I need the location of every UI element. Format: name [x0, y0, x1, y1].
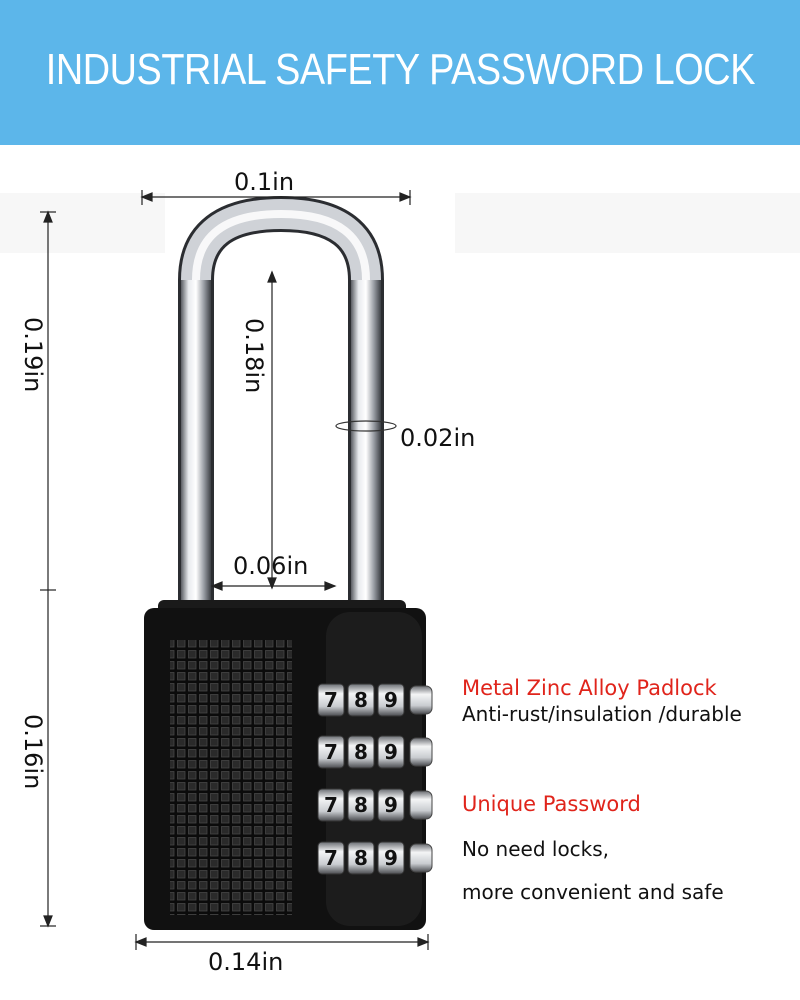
shackle-width-label: 0.06in: [233, 552, 309, 580]
top-width-label: 0.1in: [234, 168, 295, 196]
banner-title: INDUSTRIAL SAFETY PASSWORD LOCK: [45, 44, 755, 94]
grip-texture: [170, 640, 292, 915]
dial-digit: 8: [354, 688, 368, 712]
dial-digit: 7: [324, 793, 338, 817]
dial-wheel[interactable]: [317, 841, 345, 875]
dial-end-cap: [409, 790, 433, 820]
bg-panel-right: [455, 193, 800, 253]
feature-password-line1: No need locks,: [462, 837, 610, 861]
dial-end-cap: [409, 737, 433, 767]
dial-end-cap: [409, 843, 433, 873]
feature-password-line2: more convenient and safe: [462, 880, 724, 904]
dial-wheel[interactable]: [377, 788, 405, 822]
dial-digit: 8: [354, 740, 368, 764]
shackle-height-label: 0.18in: [240, 318, 268, 394]
dial-wheel[interactable]: [377, 683, 405, 717]
dial-digit: 9: [384, 846, 398, 870]
dial-wheel[interactable]: [347, 841, 375, 875]
dial-digit: 9: [384, 688, 398, 712]
dial-digit: 8: [354, 793, 368, 817]
dial-wheel[interactable]: [347, 788, 375, 822]
dial-wheel[interactable]: [317, 683, 345, 717]
dial-digit: 7: [324, 846, 338, 870]
title-banner: INDUSTRIAL SAFETY PASSWORD LOCK: [0, 0, 800, 145]
feature-material-desc: Anti-rust/insulation /durable: [462, 702, 742, 726]
dial-end-cap: [409, 685, 433, 715]
dial-wheel[interactable]: [317, 788, 345, 822]
dial-wheel[interactable]: [317, 735, 345, 769]
body-width-label: 0.14in: [208, 948, 284, 976]
total-height-label: 0.19in: [19, 317, 47, 393]
dial-wheel[interactable]: [347, 683, 375, 717]
dial-digit: 9: [384, 740, 398, 764]
dial-wheel[interactable]: [377, 735, 405, 769]
dial-wheel[interactable]: [377, 841, 405, 875]
body-height-label: 0.16in: [19, 714, 47, 790]
dial-digit: 8: [354, 846, 368, 870]
bg-panel-left: [0, 193, 165, 253]
dial-digit: 7: [324, 688, 338, 712]
dial-wheel[interactable]: [347, 735, 375, 769]
feature-password-title: Unique Password: [462, 792, 641, 816]
shackle: [178, 195, 384, 612]
dial-digit: 9: [384, 793, 398, 817]
feature-material-title: Metal Zinc Alloy Padlock: [462, 676, 717, 700]
dial-digit: 7: [324, 740, 338, 764]
dimension-lines: [40, 190, 430, 950]
shackle-thickness-label: 0.02in: [400, 424, 476, 452]
